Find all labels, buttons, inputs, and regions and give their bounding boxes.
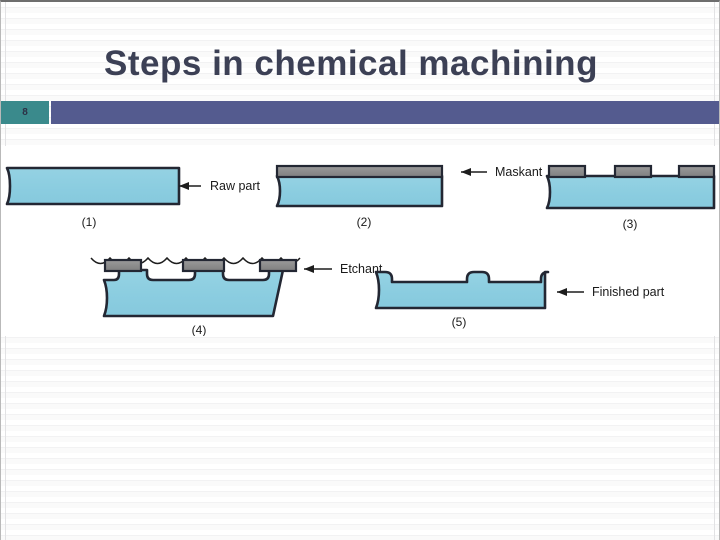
chemical-machining-steps-diagram: Raw part (1) Maskant (2) (3) — [1, 146, 719, 336]
step-5-caption: (5) — [452, 315, 467, 329]
step-5-group: Finished part (5) — [374, 270, 665, 329]
step-2-maskant-layer — [275, 164, 444, 179]
step-3-group: (3) — [545, 164, 716, 231]
finished-part-leader-arrow — [557, 288, 584, 296]
step-1-caption: (1) — [82, 215, 97, 229]
step-2-group: Maskant (2) — [275, 164, 543, 229]
step-3-maskant-patch-1 — [547, 164, 587, 179]
finished-part-label: Finished part — [592, 285, 665, 299]
step-3-caption: (3) — [623, 217, 638, 231]
slide-number-badge: 8 — [1, 101, 49, 124]
maskant-leader-arrow — [461, 168, 487, 176]
step-2-caption: (2) — [357, 215, 372, 229]
step-2-part-block — [275, 174, 444, 208]
title-accent-bar — [51, 101, 719, 124]
step-4-maskant-patch-2 — [181, 258, 226, 273]
step-4-etched-part-block — [102, 268, 285, 318]
step-4-group: Etchant (4) — [90, 256, 383, 336]
step-3-part-block — [545, 174, 716, 210]
step-1-raw-part-block — [5, 166, 181, 206]
step-3-maskant-patch-3 — [677, 164, 716, 179]
page-title: Steps in chemical machining — [104, 44, 598, 83]
step-4-caption: (4) — [192, 323, 207, 336]
step-3-maskant-patch-2 — [613, 164, 653, 179]
maskant-label: Maskant — [495, 165, 543, 179]
raw-part-leader-arrow — [179, 182, 201, 190]
etchant-leader-arrow — [304, 265, 332, 273]
step-4-maskant-patch-1 — [103, 258, 143, 273]
step-4-maskant-patch-3 — [258, 258, 298, 273]
step-5-part-outline — [374, 270, 550, 310]
step-1-group: Raw part (1) — [5, 166, 261, 229]
etchant-label: Etchant — [340, 262, 383, 276]
raw-part-label: Raw part — [210, 179, 261, 193]
